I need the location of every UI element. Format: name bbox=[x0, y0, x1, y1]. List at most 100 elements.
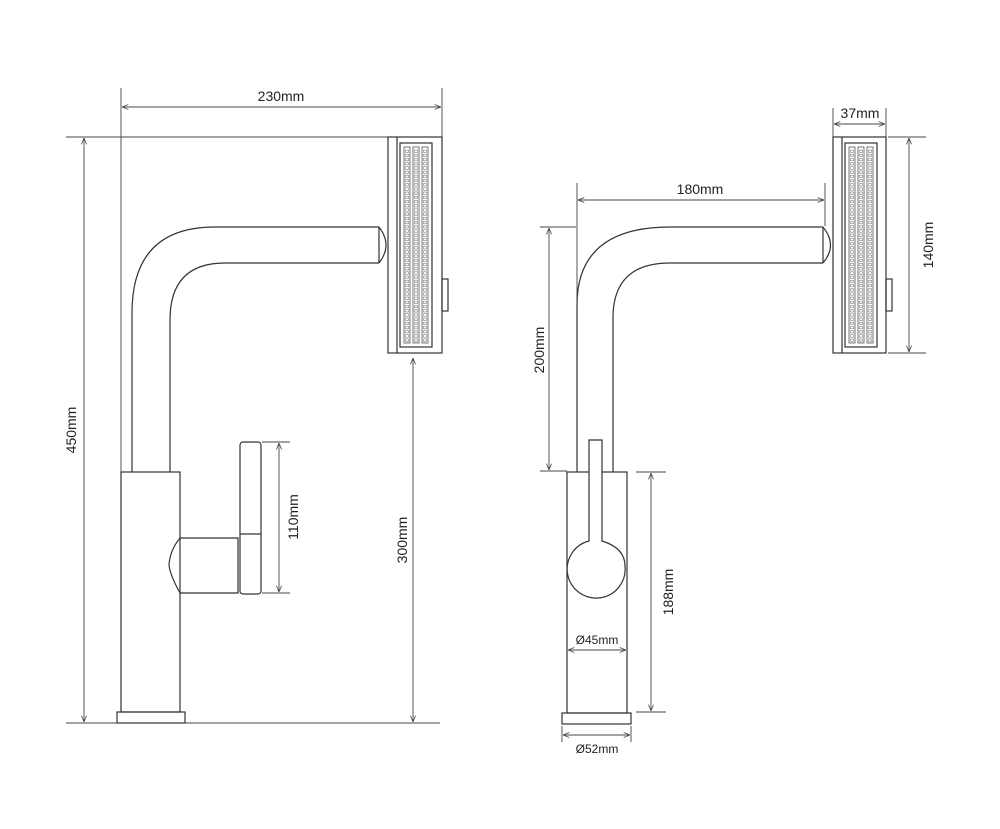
nozzle bbox=[423, 338, 427, 342]
nozzle bbox=[405, 258, 409, 262]
nozzle bbox=[414, 317, 418, 321]
nozzle bbox=[850, 279, 854, 283]
side-view: 230mm 450mm bbox=[63, 88, 449, 724]
nozzle bbox=[405, 338, 409, 342]
nozzle bbox=[850, 254, 854, 258]
nozzle bbox=[859, 321, 863, 325]
nozzle bbox=[423, 170, 427, 174]
nozzle bbox=[414, 208, 418, 212]
nozzle bbox=[859, 300, 863, 304]
nozzle bbox=[414, 200, 418, 204]
nozzle bbox=[850, 229, 854, 233]
nozzle bbox=[414, 191, 418, 195]
dimension-188mm: 188mm bbox=[636, 471, 676, 713]
nozzle bbox=[859, 313, 863, 317]
nozzle bbox=[850, 174, 854, 178]
nozzle bbox=[414, 330, 418, 334]
dimension-label: 37mm bbox=[841, 105, 880, 121]
nozzle bbox=[859, 284, 863, 288]
nozzle bbox=[423, 330, 427, 334]
nozzle bbox=[423, 233, 427, 237]
nozzle bbox=[850, 263, 854, 267]
nozzle bbox=[859, 170, 863, 174]
spout bbox=[131, 226, 387, 472]
nozzle bbox=[850, 237, 854, 241]
nozzle bbox=[414, 162, 418, 166]
nozzle bbox=[859, 149, 863, 153]
nozzle bbox=[868, 271, 872, 275]
nozzle bbox=[859, 338, 863, 342]
nozzle bbox=[868, 170, 872, 174]
nozzle bbox=[850, 233, 854, 237]
spray-head-front bbox=[832, 136, 893, 354]
dimension-label: 230mm bbox=[258, 88, 305, 104]
nozzle bbox=[405, 179, 409, 183]
dimension-450mm: 450mm bbox=[63, 136, 388, 724]
nozzle bbox=[423, 242, 427, 246]
nozzle bbox=[850, 158, 854, 162]
nozzle bbox=[414, 166, 418, 170]
nozzle bbox=[414, 183, 418, 187]
nozzle bbox=[414, 263, 418, 267]
nozzle bbox=[405, 158, 409, 162]
nozzle bbox=[868, 225, 872, 229]
nozzle bbox=[423, 208, 427, 212]
nozzle bbox=[850, 300, 854, 304]
nozzle bbox=[859, 271, 863, 275]
dimension-label: 450mm bbox=[63, 407, 79, 454]
nozzle-pattern bbox=[848, 146, 874, 344]
nozzle bbox=[850, 170, 854, 174]
nozzle bbox=[414, 153, 418, 157]
nozzle bbox=[405, 330, 409, 334]
nozzle bbox=[405, 216, 409, 220]
nozzle bbox=[405, 288, 409, 292]
nozzle-column bbox=[857, 146, 865, 344]
nozzle bbox=[405, 221, 409, 225]
nozzle bbox=[405, 242, 409, 246]
nozzle bbox=[414, 300, 418, 304]
nozzle bbox=[405, 149, 409, 153]
nozzle bbox=[423, 334, 427, 338]
nozzle bbox=[868, 204, 872, 208]
nozzle bbox=[423, 158, 427, 162]
nozzle bbox=[423, 225, 427, 229]
nozzle bbox=[405, 313, 409, 317]
nozzle bbox=[423, 300, 427, 304]
nozzle bbox=[405, 204, 409, 208]
nozzle bbox=[850, 166, 854, 170]
nozzle bbox=[405, 296, 409, 300]
nozzle bbox=[405, 233, 409, 237]
nozzle bbox=[850, 292, 854, 296]
nozzle bbox=[405, 271, 409, 275]
nozzle bbox=[423, 229, 427, 233]
nozzle bbox=[859, 292, 863, 296]
nozzle bbox=[405, 279, 409, 283]
nozzle bbox=[405, 195, 409, 199]
nozzle bbox=[405, 300, 409, 304]
nozzle bbox=[850, 305, 854, 309]
nozzle bbox=[859, 254, 863, 258]
nozzle bbox=[868, 242, 872, 246]
nozzle bbox=[850, 221, 854, 225]
dimension-140mm: 140mm bbox=[888, 136, 936, 354]
nozzle bbox=[414, 216, 418, 220]
nozzle bbox=[405, 183, 409, 187]
nozzle bbox=[868, 195, 872, 199]
nozzle bbox=[414, 170, 418, 174]
nozzle bbox=[859, 221, 863, 225]
dimension-300mm: 300mm bbox=[185, 358, 440, 724]
nozzle bbox=[859, 229, 863, 233]
nozzle bbox=[859, 200, 863, 204]
nozzle-column bbox=[412, 146, 420, 344]
nozzle-column bbox=[421, 146, 429, 344]
nozzle bbox=[414, 305, 418, 309]
nozzle bbox=[405, 263, 409, 267]
nozzle bbox=[414, 174, 418, 178]
nozzle bbox=[423, 187, 427, 191]
spray-head bbox=[387, 136, 449, 354]
nozzle bbox=[414, 296, 418, 300]
nozzle bbox=[850, 191, 854, 195]
nozzle bbox=[423, 153, 427, 157]
nozzle bbox=[405, 321, 409, 325]
nozzle bbox=[868, 191, 872, 195]
